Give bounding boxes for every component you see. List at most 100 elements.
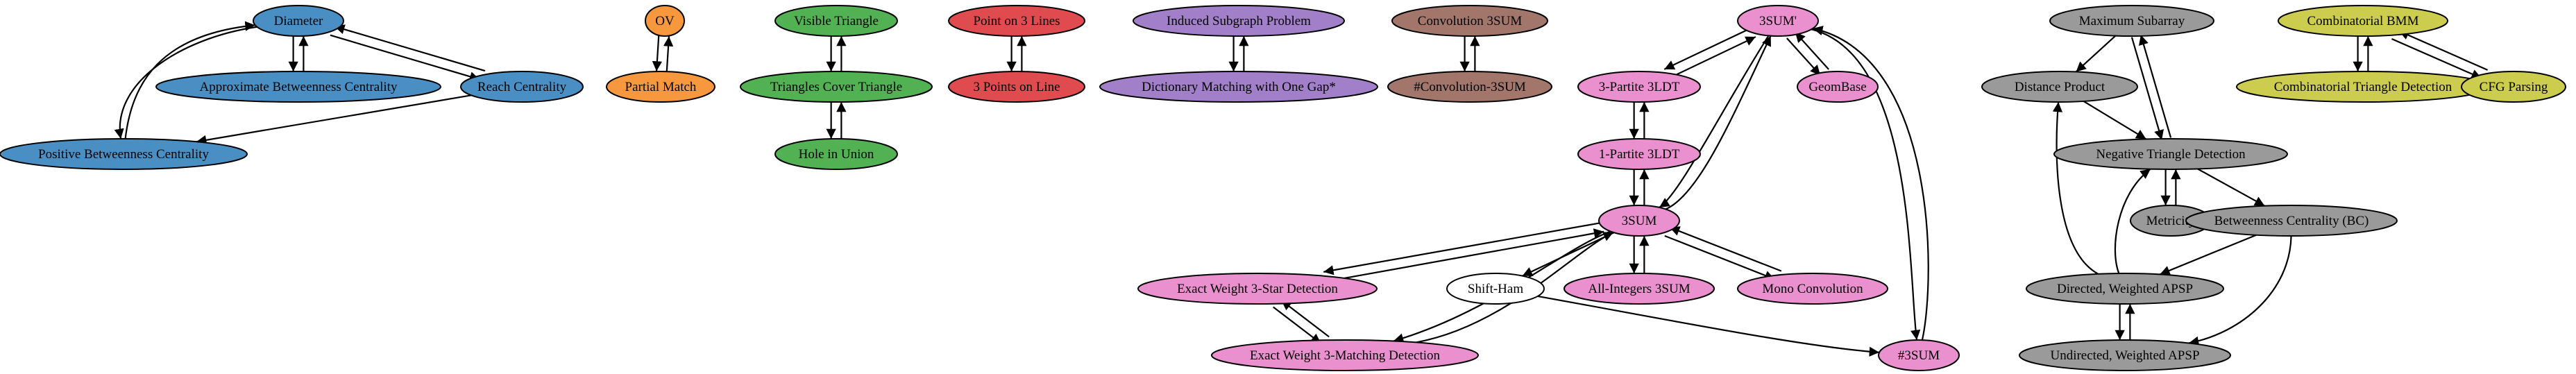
node-triangles-cover: Triangles Cover Triangle — [740, 71, 933, 103]
edge-3sum-prime-to-3-partite-3ldt — [1663, 28, 1751, 70]
node-approx-bc: Approximate Betweenness Centrality — [155, 71, 441, 103]
node-mono-convolution: Mono Convolution — [1737, 273, 1888, 305]
edge-bc-to-directed-apsp — [2159, 234, 2257, 275]
edge-reach-to-pos-bc — [196, 94, 472, 145]
edge-exact-3-star-to-3sum — [1330, 228, 1604, 282]
node-max-subarray: Maximum Subarray — [2049, 5, 2214, 37]
node-shape — [948, 5, 1085, 37]
node-label: Triangles Cover Triangle — [770, 80, 902, 94]
node-comb-triangle: Combinatorial Triangle Detection — [2236, 71, 2490, 103]
node-bc: Betweenness Centrality (BC) — [2185, 205, 2398, 237]
node-label: Positive Betweenness Centrality — [38, 147, 209, 162]
node-label: Distance Product — [2015, 80, 2105, 94]
node-hole-in-union: Hole in Union — [774, 138, 898, 170]
node-shape — [1564, 273, 1715, 305]
node-reach: Reach Centrality — [460, 71, 584, 103]
node-cfg-parsing: CFG Parsing — [2461, 71, 2566, 103]
node-label: Point on 3 Lines — [973, 14, 1060, 28]
node-label: Hole in Union — [799, 147, 874, 162]
node-label: Shift-Ham — [1468, 282, 1523, 296]
node-shape — [2278, 5, 2448, 37]
node-label: 3-Partite 3LDT — [1599, 80, 1680, 94]
node-label: GeomBase — [1808, 80, 1866, 94]
node-label: Reach Centrality — [477, 80, 567, 94]
node-label: Mono Convolution — [1762, 282, 1863, 296]
node-geombase: GeomBase — [1797, 71, 1879, 103]
edge-distance-product-to-neg-triangle — [2083, 100, 2147, 140]
node-shape — [2019, 339, 2231, 371]
node-shape — [1737, 273, 1888, 305]
edge-geombase-to-3sum-prime — [1795, 31, 1829, 70]
edge-max-subarray-to-neg-triangle — [2130, 37, 2164, 141]
edge-pos-bc-to-diameter — [124, 21, 255, 139]
node-label: Induced Subgraph Problem — [1167, 14, 1311, 28]
edge-max-subarray-to-distance-product — [2075, 35, 2117, 73]
edge-3sum-to-exact-3-star — [1323, 221, 1602, 275]
node-label: Maximum Subarray — [2079, 14, 2185, 28]
node-shape — [2049, 5, 2214, 37]
node-shift-ham: Shift-Ham — [1446, 273, 1545, 305]
node-label: Undirected, Weighted APSP — [2050, 348, 2199, 363]
edge-diameter-to-pos-bc — [114, 26, 257, 139]
node-shape — [948, 71, 1085, 103]
node-label: 1-Partite 3LDT — [1599, 147, 1680, 162]
edge-3sum-prime-to-3sum — [1659, 35, 1770, 208]
edge-directed-apsp-to-neg-triangle — [2114, 168, 2151, 274]
edge-3sum-to-3sum-prime — [1665, 35, 1772, 210]
node-ov: OV — [645, 5, 685, 37]
node-shape — [1387, 71, 1552, 103]
node-shape — [2461, 71, 2566, 103]
node-shape — [1878, 339, 1960, 371]
edge-directed-apsp-to-distance-product — [2052, 101, 2099, 275]
node-3-points-on-line: 3 Points on Line — [948, 71, 1085, 103]
node-shape — [460, 71, 584, 103]
node-label: Metricity — [2146, 214, 2196, 228]
node-label: 3 Points on Line — [973, 80, 1060, 94]
node-label: OV — [655, 14, 675, 28]
edges-layer — [114, 21, 2489, 357]
node-label: #3SUM — [1898, 348, 1940, 363]
edge-partial-match-to-ov — [663, 36, 674, 72]
edge-shift-ham-to-count-3sum — [1537, 295, 1880, 357]
node-label: 3SUM' — [1759, 14, 1797, 28]
node-shape — [2026, 273, 2224, 305]
node-shape — [2185, 205, 2398, 237]
edge-comb-bmm-to-cfg-parsing — [2391, 38, 2482, 79]
edge-neg-triangle-to-max-subarray — [2139, 34, 2172, 138]
node-label: Approximate Betweenness Centrality — [200, 80, 398, 94]
node-shape — [1577, 71, 1701, 103]
edge-ov-to-partial-match — [652, 35, 663, 71]
node-shape — [0, 138, 248, 170]
node-shape — [1099, 71, 1378, 103]
node-count-3sum: #3SUM — [1878, 339, 1960, 371]
node-shape — [155, 71, 441, 103]
edge-3sum-to-shift-ham — [1522, 232, 1615, 277]
node-shape — [1391, 5, 1548, 37]
node-label: All-Integers 3SUM — [1588, 282, 1690, 296]
edge-reach-to-diameter — [334, 24, 486, 72]
node-shape — [1797, 71, 1879, 103]
edge-3sum-prime-to-geombase — [1786, 37, 1821, 76]
edge-bc-to-undirected-apsp — [2188, 235, 2292, 346]
node-shape — [1211, 339, 1479, 371]
node-label: Directed, Weighted APSP — [2057, 282, 2193, 296]
node-point-on-3-lines: Point on 3 Lines — [948, 5, 1085, 37]
node-label: Convolution 3SUM — [1418, 14, 1523, 28]
node-comb-bmm: Combinatorial BMM — [2278, 5, 2448, 37]
node-metricity: Metricity — [2130, 205, 2212, 237]
node-exact-3-matching: Exact Weight 3-Matching Detection — [1211, 339, 1479, 371]
node-label: Betweenness Centrality (BC) — [2214, 214, 2369, 228]
node-label: Exact Weight 3-Matching Detection — [1250, 348, 1441, 363]
node-label: Combinatorial BMM — [2307, 14, 2419, 28]
node-visible-triangle: Visible Triangle — [774, 5, 898, 37]
node-pos-bc: Positive Betweenness Centrality — [0, 138, 248, 170]
node-label: Negative Triangle Detection — [2096, 147, 2246, 162]
node-shape — [2053, 138, 2288, 170]
node-3sum: 3SUM — [1598, 205, 1680, 237]
edge-3sum-to-mono-convolution — [1664, 235, 1775, 280]
node-shape — [740, 71, 933, 103]
node-all-integers-3sum: All-Integers 3SUM — [1564, 273, 1715, 305]
edge-diameter-to-reach — [330, 34, 480, 82]
